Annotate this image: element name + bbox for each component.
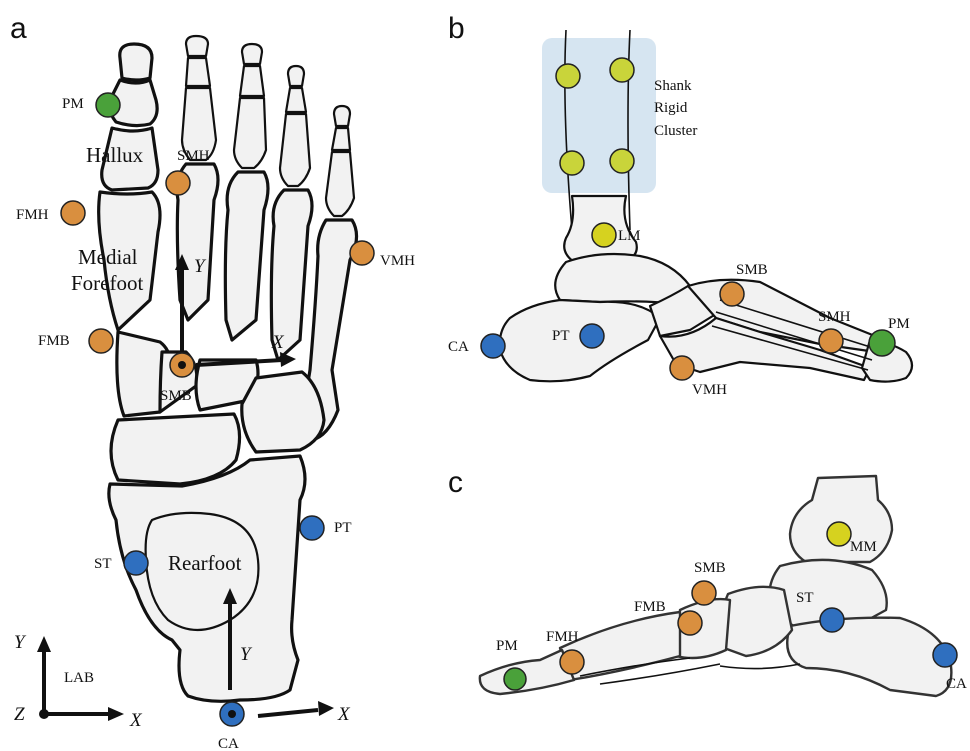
label-rearfoot: Rearfoot bbox=[168, 551, 242, 575]
panel-c-letter: c bbox=[448, 466, 463, 499]
foot-medial-view bbox=[480, 476, 952, 696]
marker-c-st bbox=[820, 608, 844, 632]
marker-a-ca-origin-dot bbox=[228, 710, 236, 718]
label-shank: Shank bbox=[654, 78, 692, 94]
fifth-toe-proximal bbox=[326, 152, 354, 216]
rearfoot-x-arrowhead bbox=[318, 701, 334, 716]
marker-c-fmh bbox=[560, 650, 584, 674]
marker-b-cluster-4 bbox=[610, 149, 634, 173]
marker-a-st bbox=[124, 551, 148, 575]
third-toe-distal bbox=[242, 44, 262, 64]
marker-b-lm bbox=[592, 223, 616, 247]
label-hallux: Hallux bbox=[86, 143, 144, 167]
third-toe-middle bbox=[240, 66, 264, 96]
label-fmh: FMH bbox=[16, 207, 49, 223]
marker-b-vmh bbox=[670, 356, 694, 380]
panel-c: c MM SMB ST FMB PM FMH CA bbox=[448, 466, 967, 696]
marker-a-fmb bbox=[89, 329, 113, 353]
lab-x-arrowhead bbox=[108, 707, 124, 721]
rearfoot-x-label: X bbox=[337, 704, 351, 725]
calcaneus-lateral bbox=[500, 300, 660, 381]
label-smh: SMH bbox=[818, 309, 851, 325]
lab-y-label: Y bbox=[14, 632, 27, 653]
marker-b-smb bbox=[720, 282, 744, 306]
lab-y-arrowhead bbox=[37, 636, 51, 652]
label-pm: PM bbox=[888, 316, 910, 332]
calcaneus-medial bbox=[787, 618, 951, 696]
marker-c-mm bbox=[827, 522, 851, 546]
label-fmh: FMH bbox=[546, 629, 579, 645]
marker-a-pm bbox=[96, 93, 120, 117]
forefoot-x-arrowhead bbox=[280, 352, 296, 367]
marker-b-cluster-3 bbox=[560, 151, 584, 175]
third-toe-proximal bbox=[234, 98, 266, 168]
rearfoot-x-axis bbox=[258, 710, 318, 716]
label-medial: Medial bbox=[78, 245, 138, 269]
marker-c-fmb bbox=[678, 611, 702, 635]
lab-x-label: X bbox=[129, 710, 143, 731]
label-pm: PM bbox=[496, 638, 518, 654]
label-pm: PM bbox=[62, 96, 84, 112]
marker-a-smh bbox=[166, 171, 190, 195]
label-fmb: FMB bbox=[38, 333, 70, 349]
lab-origin-dot bbox=[39, 709, 49, 719]
marker-b-cluster-2 bbox=[610, 58, 634, 82]
shank-rigid-cluster-plate bbox=[542, 38, 656, 193]
cuboid bbox=[242, 372, 324, 452]
panel-b-letter: b bbox=[448, 12, 465, 45]
hallux-distal-phalanx bbox=[120, 44, 152, 80]
fourth-toe-proximal bbox=[280, 114, 310, 186]
marker-b-pm bbox=[869, 330, 895, 356]
tibia-distal bbox=[790, 476, 892, 562]
marker-a-vmh bbox=[350, 241, 374, 265]
marker-c-pm bbox=[504, 668, 526, 690]
label-ca: CA bbox=[448, 339, 469, 355]
label-fmb: FMB bbox=[634, 599, 666, 615]
fifth-toe-middle bbox=[332, 128, 350, 150]
label-pt: PT bbox=[334, 520, 352, 536]
label-lab: LAB bbox=[64, 670, 94, 686]
marker-b-ca bbox=[481, 334, 505, 358]
second-toe-middle bbox=[186, 58, 210, 86]
label-forefoot: Forefoot bbox=[71, 271, 143, 295]
label-pt: PT bbox=[552, 328, 570, 344]
marker-b-pt bbox=[580, 324, 604, 348]
label-smb: SMB bbox=[694, 560, 726, 576]
label-cluster: Cluster bbox=[654, 123, 697, 139]
marker-b-smh bbox=[819, 329, 843, 353]
marker-a-smb-origin-dot bbox=[178, 361, 186, 369]
foot-lateral-view bbox=[500, 196, 912, 382]
fifth-toe-distal bbox=[334, 106, 350, 126]
second-toe-distal bbox=[186, 36, 208, 56]
label-vmh: VMH bbox=[380, 253, 415, 269]
navicular bbox=[111, 414, 240, 484]
label-smb: SMB bbox=[736, 262, 768, 278]
marker-b-cluster-1 bbox=[556, 64, 580, 88]
label-smb: SMB bbox=[160, 388, 192, 404]
panel-b: b Shank Rigid Cluster LM SMB CA PT SMH P… bbox=[448, 12, 912, 398]
fourth-toe-middle bbox=[286, 88, 306, 112]
label-st: ST bbox=[796, 590, 814, 606]
label-smh: SMH bbox=[177, 148, 210, 164]
panel-a: a bbox=[10, 12, 415, 751]
label-lm: LM bbox=[618, 228, 641, 244]
label-rigid: Rigid bbox=[654, 100, 688, 116]
lab-z-label: Z bbox=[14, 704, 25, 725]
forefoot-x-label: X bbox=[271, 332, 285, 353]
marker-a-fmh bbox=[61, 201, 85, 225]
label-vmh: VMH bbox=[692, 382, 727, 398]
navicular-medial bbox=[721, 587, 792, 656]
label-st: ST bbox=[94, 556, 112, 572]
marker-c-ca bbox=[933, 643, 957, 667]
marker-a-pt bbox=[300, 516, 324, 540]
label-ca: CA bbox=[946, 676, 967, 692]
fourth-toe-distal bbox=[288, 66, 304, 86]
marker-c-smb bbox=[692, 581, 716, 605]
third-metatarsal bbox=[225, 172, 268, 340]
label-mm: MM bbox=[850, 539, 877, 555]
hallux-medial bbox=[480, 650, 574, 694]
label-ca: CA bbox=[218, 736, 239, 751]
panel-a-letter: a bbox=[10, 12, 27, 45]
